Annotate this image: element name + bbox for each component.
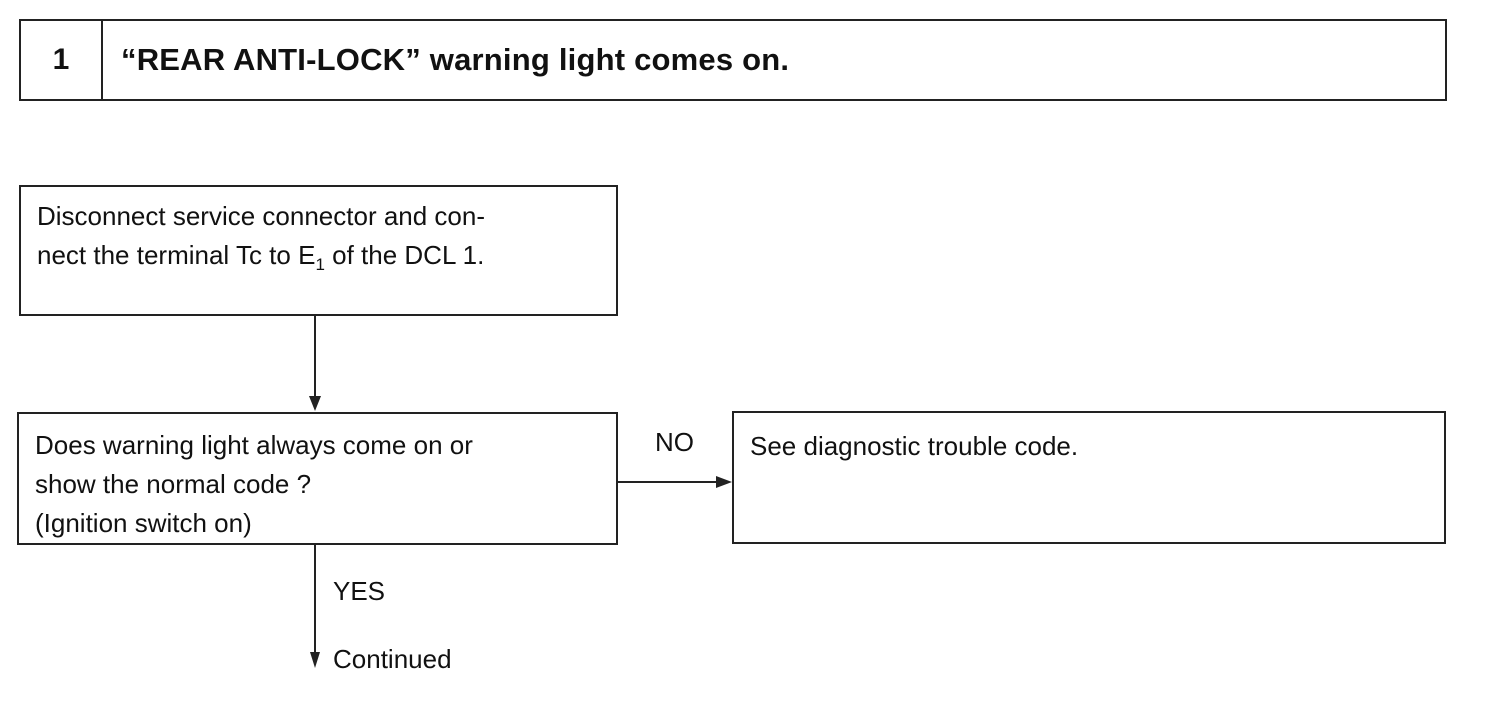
step2-line1: Does warning light always come on or	[35, 430, 473, 460]
procedure-title: “REAR ANTI-LOCK” warning light comes on.	[121, 42, 790, 77]
no-result-box: See diagnostic trouble code.	[732, 411, 1446, 544]
step-disconnect-service-connector: Disconnect service connector and con- ne…	[19, 185, 618, 316]
step-warning-light-question: Does warning light always come on or sho…	[17, 412, 618, 545]
step2-line3: (Ignition switch on)	[35, 508, 252, 538]
no-result-text: See diagnostic trouble code.	[750, 431, 1079, 461]
procedure-header: 1 “REAR ANTI-LOCK” warning light comes o…	[19, 19, 1447, 101]
arrowhead-step2	[309, 396, 321, 411]
step1-line2-post: of the DCL 1.	[324, 240, 485, 270]
procedure-number: 1	[21, 21, 103, 99]
step1-line1: Disconnect service connector and con-	[37, 201, 486, 231]
arrowhead-continued	[310, 652, 320, 668]
continued-label: Continued	[333, 644, 452, 674]
arrowhead-no-branch	[716, 476, 732, 488]
step1-line2-pre: nect the terminal Tc to E	[37, 240, 316, 270]
step1-line2: nect the terminal Tc to E1 of the DCL 1.	[37, 236, 600, 284]
step1-terminal-subscript: 1	[315, 255, 325, 275]
yes-branch-label: YES	[333, 576, 386, 606]
no-branch-label: NO	[655, 427, 694, 457]
step2-line2: show the normal code ?	[35, 469, 312, 499]
